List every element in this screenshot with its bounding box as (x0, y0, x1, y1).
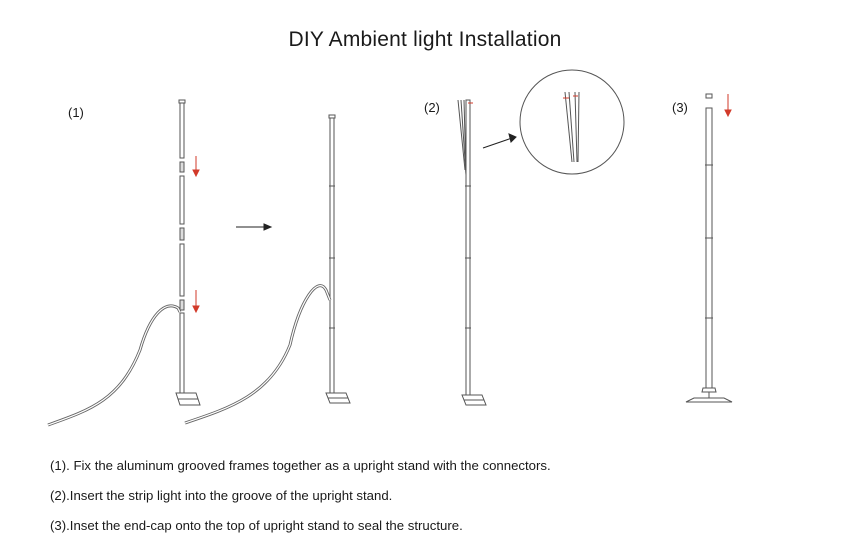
instruction-step-3: (3).Inset the end-cap onto the top of up… (50, 518, 463, 533)
detail-red-marker (563, 95, 578, 99)
step2-detail-magnifier (519, 69, 625, 175)
arrow-right-icon (236, 223, 273, 231)
step1-separated-stand (47, 99, 201, 427)
step-1-label: (1) (68, 105, 84, 120)
step3-stand (685, 93, 733, 403)
step-2-label: (2) (424, 100, 440, 115)
step2-stand (457, 99, 487, 406)
step1-assembled-stand (184, 114, 351, 425)
step1-red-arrows (192, 156, 200, 314)
instruction-step-2: (2).Insert the strip light into the groo… (50, 488, 393, 503)
step-3-label: (3) (672, 100, 688, 115)
step3-red-arrow (724, 94, 732, 118)
arrow-to-detail-icon (482, 133, 517, 149)
instruction-step-1: (1). Fix the aluminum grooved frames tog… (50, 458, 551, 473)
page-title: DIY Ambient light Installation (288, 28, 562, 51)
